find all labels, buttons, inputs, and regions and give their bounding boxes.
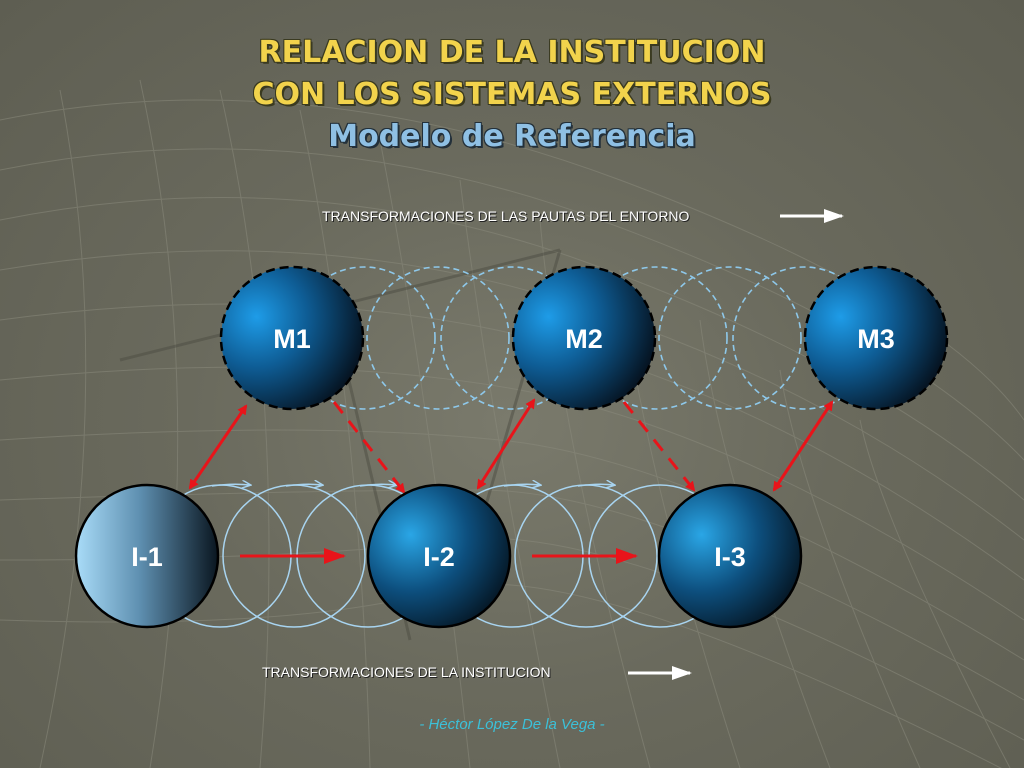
node-m3-label: M3 (857, 324, 895, 354)
node-i3-circle (657, 483, 803, 629)
environment-transition-circle (658, 266, 802, 410)
title-line-2: CON LOS SISTEMAS EXTERNOS (252, 77, 772, 112)
subtitle: Modelo de Referencia (328, 119, 696, 154)
transition-tick-arrow (285, 484, 322, 486)
arrow-m3-i3 (772, 400, 834, 492)
title-line-1: RELACION DE LA INSTITUCION (258, 35, 766, 70)
node-i1: I-1 (74, 483, 220, 629)
institution-transition-ticks (211, 484, 614, 486)
node-m1: M1 (219, 265, 365, 411)
caption-institution-transformations: TRANSFORMACIONES DE LA INSTITUCION (262, 664, 551, 680)
node-m3: M3 (803, 265, 949, 411)
relation-arrows (188, 398, 834, 564)
node-i3-label: I-3 (714, 542, 746, 572)
node-m1-circle (219, 265, 365, 411)
node-i2-label: I-2 (423, 542, 455, 572)
caption-environment-transformations: TRANSFORMACIONES DE LAS PAUTAS DEL ENTOR… (322, 208, 690, 224)
arrow-m1-i2-dashed (332, 401, 406, 494)
arrow-m2-i3-dashed (622, 401, 696, 492)
transition-tick-arrow (577, 484, 614, 486)
node-m2: M2 (511, 265, 657, 411)
node-i1-circle (74, 483, 220, 629)
node-m2-circle (511, 265, 657, 411)
node-m3-circle (803, 265, 949, 411)
node-m1-label: M1 (273, 324, 311, 354)
node-i2: I-2 (366, 483, 512, 629)
arrow-m2-i2 (476, 398, 536, 490)
author-credit: - Héctor López De la Vega - (419, 716, 605, 733)
arrow-m1-i1 (188, 404, 248, 490)
node-m2-label: M2 (565, 324, 603, 354)
environment-transition-circle (366, 266, 510, 410)
node-i3: I-3 (657, 483, 803, 629)
transition-tick-arrow (359, 484, 396, 486)
node-i1-label: I-1 (131, 542, 163, 572)
node-i2-circle (366, 483, 512, 629)
